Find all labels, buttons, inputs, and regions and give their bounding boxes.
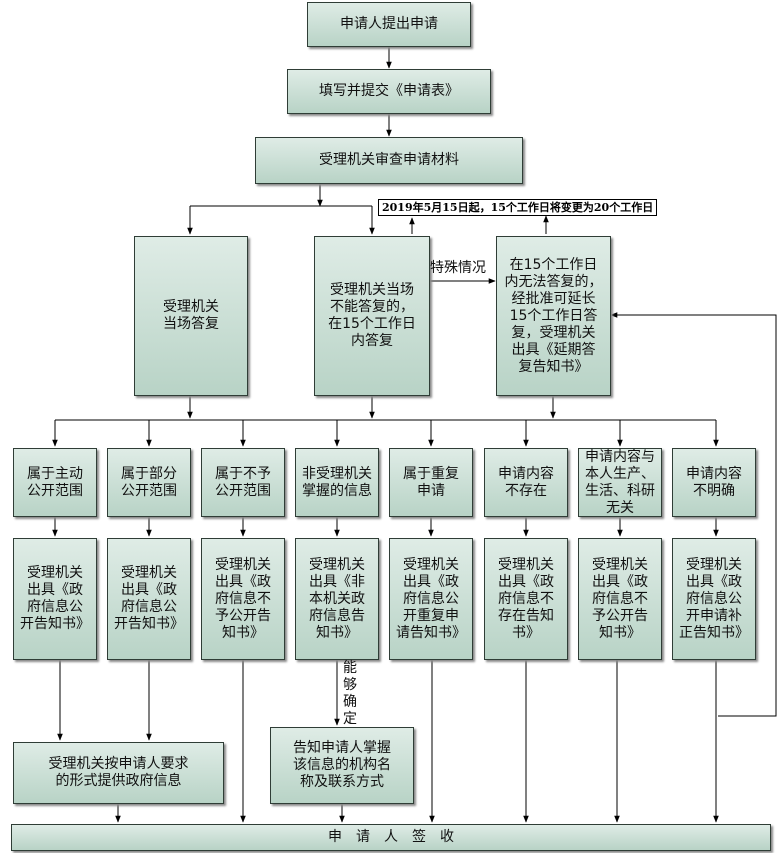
provide-info-box: 受理机关按申请人要求 的形式提供政府信息 (13, 742, 224, 804)
notice-box: 受理机关 出具《政 府信息不 予公开告 知书》 (578, 538, 662, 660)
apply-box: 申请人提出申请 (307, 2, 471, 47)
category-box: 属于不予 公开范围 (201, 448, 285, 517)
special-case-label: 特殊情况 (430, 260, 486, 276)
date-change-note: 2019年5月15日起，15个工作日将变更为20个工作日 (378, 199, 658, 216)
notice-box: 受理机关 出具《政 府信息公 开告知书》 (13, 538, 97, 660)
review-box: 受理机关审查申请材料 (255, 137, 523, 184)
reply-onsite-box: 受理机关 当场答复 (134, 236, 248, 396)
reply-15days-box: 受理机关当场 不能答复的， 在15个工作日 内答复 (314, 236, 430, 396)
category-box: 申请内容 不存在 (484, 448, 568, 517)
category-box: 非受理机关 掌握的信息 (295, 448, 379, 517)
fill-form-box: 填写并提交《申请表》 (287, 69, 491, 114)
category-box: 属于部分 公开范围 (107, 448, 191, 517)
notice-box: 受理机关 出具《政 府信息公 开告知书》 (107, 538, 191, 660)
notice-box: 受理机关 出具《政 府信息不 予公开告 知书》 (201, 538, 285, 660)
notice-box: 受理机关 出具《政 府信息公 开申请补 正告知书》 (672, 538, 756, 660)
inform-agency-box: 告知申请人掌握 该信息的机构名 称及联系方式 (270, 727, 414, 804)
category-box: 属于重复 申请 (389, 448, 473, 517)
extension-box: 在15个工作日 内无法答复的， 经批准可延长 15个工作日答 复，受理机关 出具… (496, 236, 611, 396)
sign-receipt-bar: 申 请 人 签 收 (11, 824, 771, 851)
notice-box: 受理机关 出具《政 府信息公 开重复申 请告知书》 (389, 538, 473, 660)
notice-box: 受理机关 出具《非 本机关政 府信息告 知书》 (295, 538, 379, 660)
determinable-label: 能 够 确 定 (343, 660, 357, 727)
category-box: 申请内容与 本人生产、 生活、科研 无关 (578, 448, 662, 517)
category-box: 申请内容 不明确 (672, 448, 756, 517)
notice-box: 受理机关 出具《政 府信息不 存在告知 书》 (484, 538, 568, 660)
category-box: 属于主动 公开范围 (13, 448, 97, 517)
